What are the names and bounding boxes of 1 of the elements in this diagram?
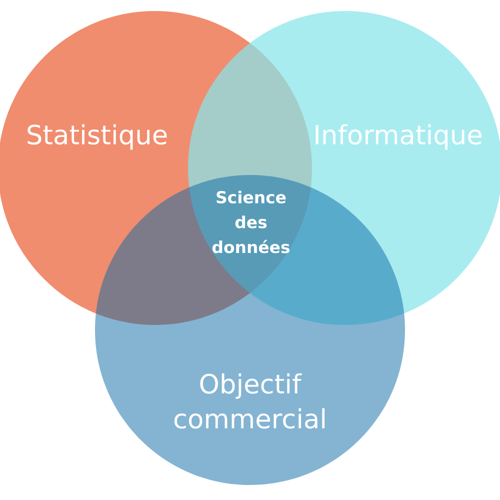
center-label: Science des données <box>212 190 290 254</box>
